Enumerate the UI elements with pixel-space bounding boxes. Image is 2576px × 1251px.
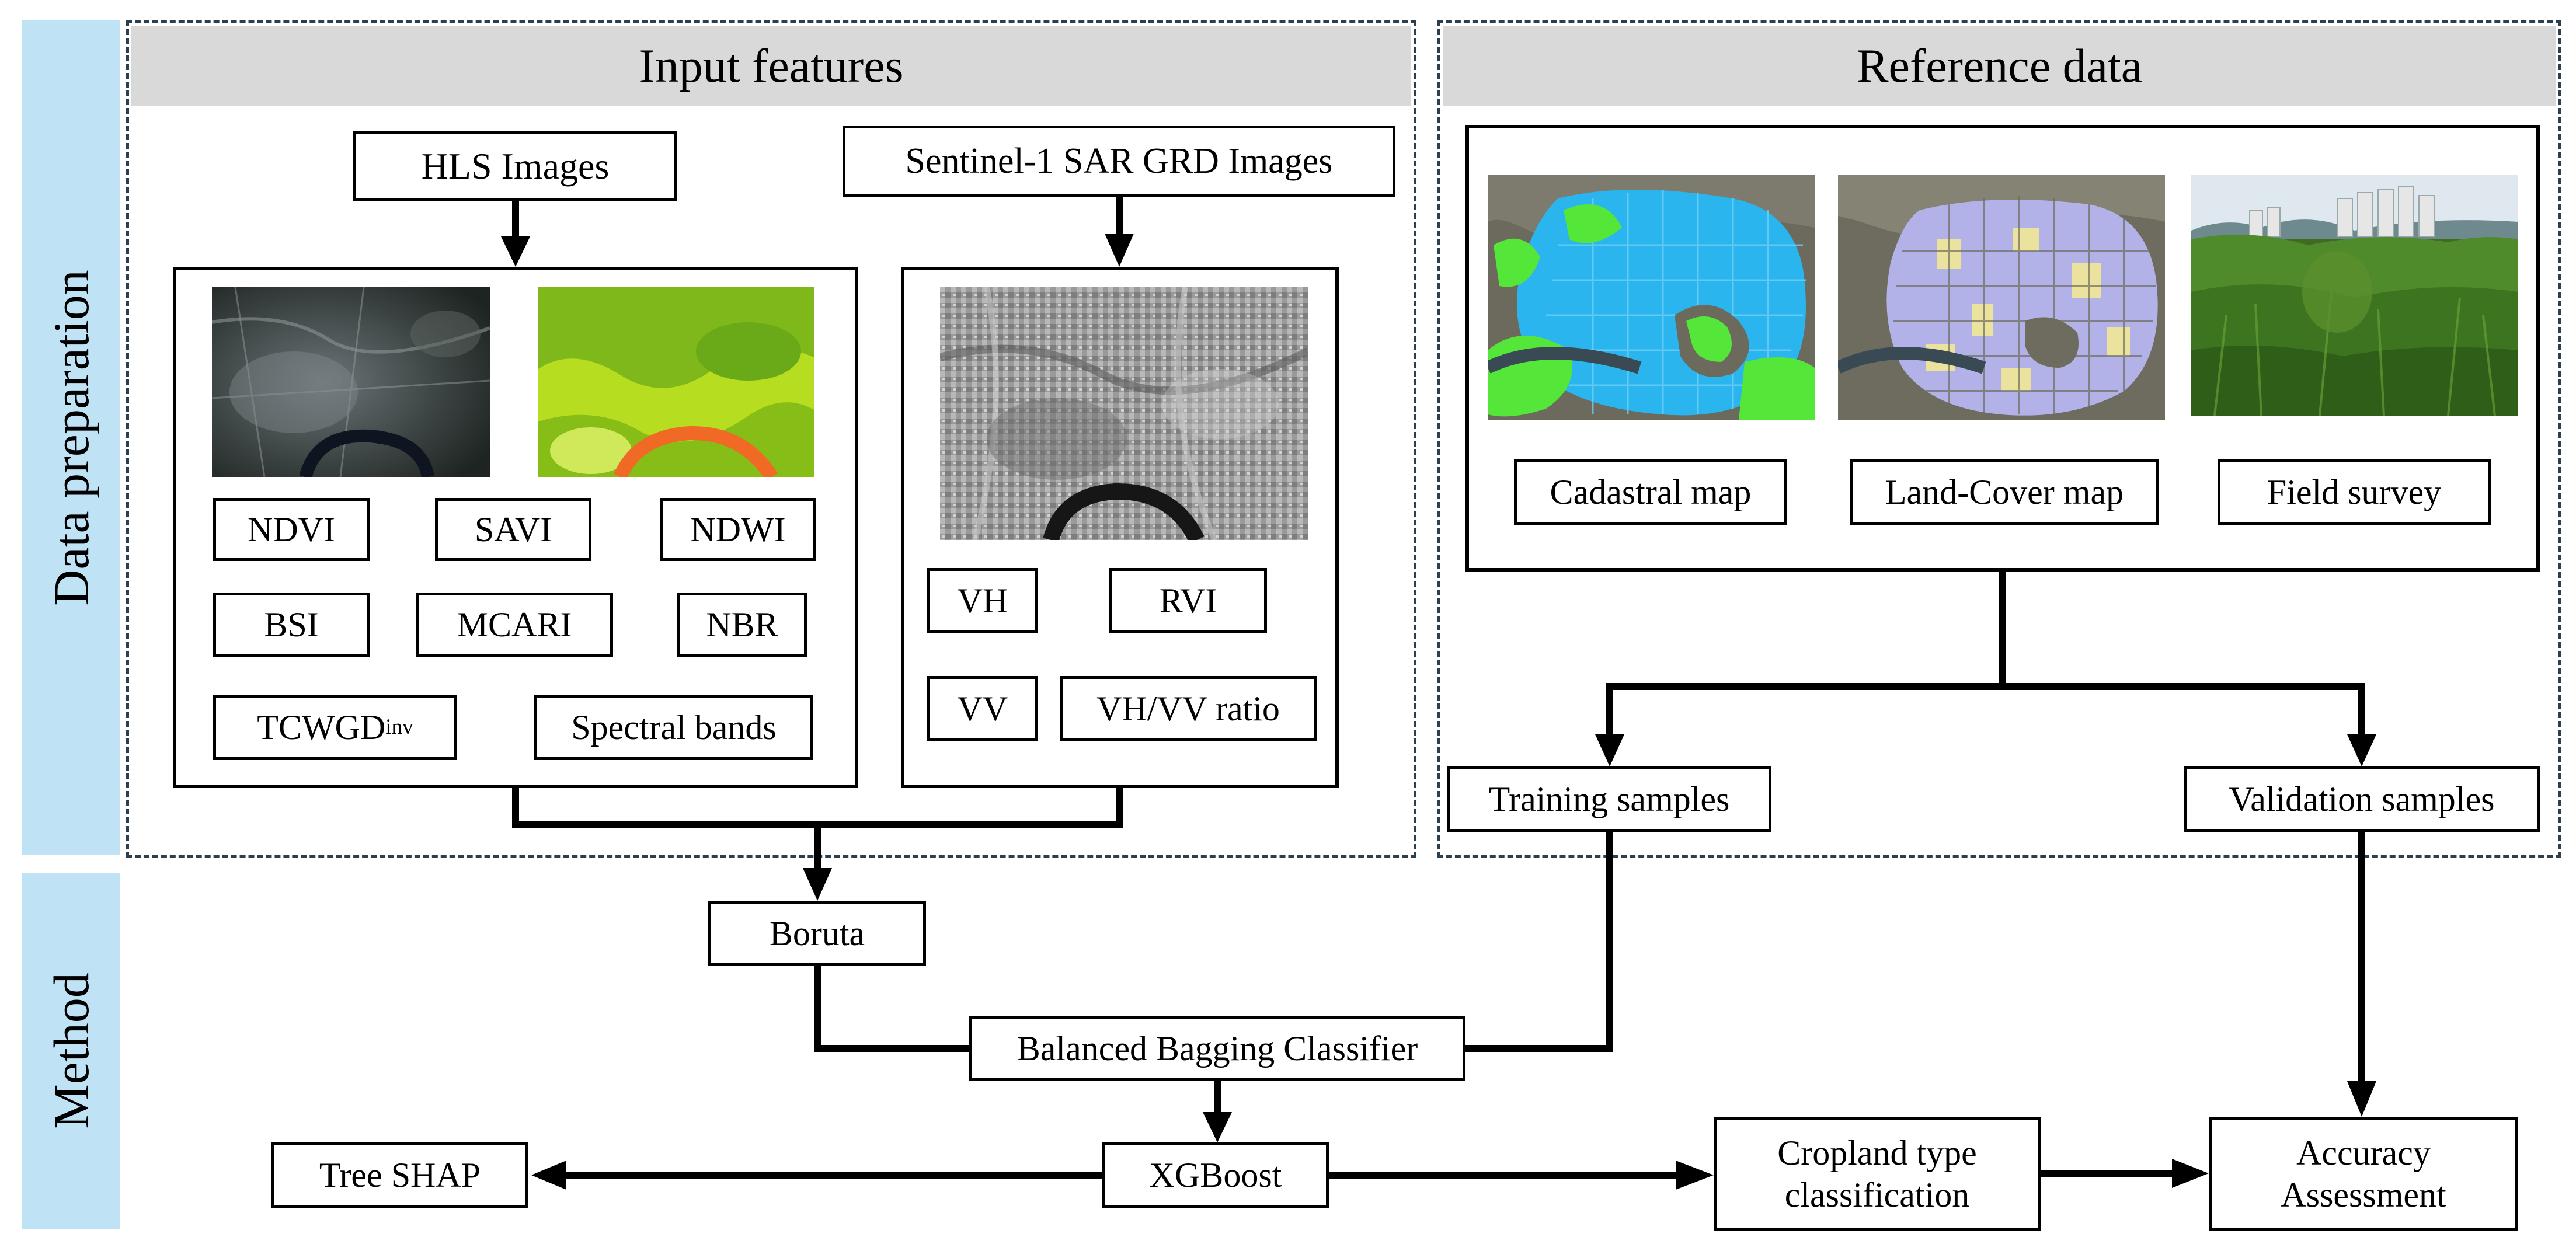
bsi-box: BSI <box>213 593 370 657</box>
boruta-box: Boruta <box>708 901 926 966</box>
hls-true-color-image <box>212 287 490 477</box>
cadastral-map-box: Cadastral map <box>1514 459 1787 525</box>
hls-index-map-image <box>538 287 814 477</box>
tree-shap-box: Tree SHAP <box>271 1142 528 1208</box>
tcwgd-label: TCWGD <box>257 708 386 747</box>
sentinel-images-box: Sentinel-1 SAR GRD Images <box>843 126 1395 197</box>
sar-features-panel <box>901 267 1339 788</box>
cadastral-map-image <box>1488 175 1815 420</box>
spectral-bands-box: Spectral bands <box>534 695 813 760</box>
ndvi-box: NDVI <box>213 498 370 561</box>
vh-box: VH <box>927 568 1038 633</box>
sidebar-data-preparation <box>22 20 120 855</box>
balanced-bagging-classifier-box: Balanced Bagging Classifier <box>969 1016 1465 1081</box>
accuracy-line-1: Accuracy <box>2296 1133 2431 1172</box>
validation-samples-box: Validation samples <box>2184 766 2540 832</box>
tcwgd-subscript: inv <box>385 715 413 739</box>
vh-vv-ratio-box: VH/VV ratio <box>1060 676 1317 741</box>
accuracy-line-2: Assessment <box>2281 1175 2446 1214</box>
vv-box: VV <box>927 676 1038 741</box>
input-features-header: Input features <box>131 26 1411 106</box>
sidebar-method <box>22 873 120 1229</box>
cropland-line-1: Cropland type <box>1777 1133 1977 1172</box>
xgboost-box: XGBoost <box>1102 1142 1329 1208</box>
sar-image <box>940 287 1308 540</box>
reference-maps-panel <box>1465 125 2540 572</box>
mcari-box: MCARI <box>416 593 613 657</box>
field-survey-photo <box>2191 175 2518 416</box>
nbr-box: NBR <box>677 593 807 657</box>
field-survey-box: Field survey <box>2218 459 2491 525</box>
ndwi-box: NDWI <box>660 498 816 561</box>
optical-features-panel <box>173 267 858 788</box>
input-features-group <box>126 20 1416 858</box>
hls-images-box: HLS Images <box>353 131 677 201</box>
land-cover-map-image <box>1838 175 2165 420</box>
land-cover-map-box: Land-Cover map <box>1850 459 2159 525</box>
cropland-line-2: classification <box>1784 1175 1970 1214</box>
rvi-box: RVI <box>1109 568 1267 633</box>
reference-data-header: Reference data <box>1443 26 2556 106</box>
savi-box: SAVI <box>435 498 591 561</box>
training-samples-box: Training samples <box>1447 766 1771 832</box>
reference-data-group <box>1437 20 2561 858</box>
